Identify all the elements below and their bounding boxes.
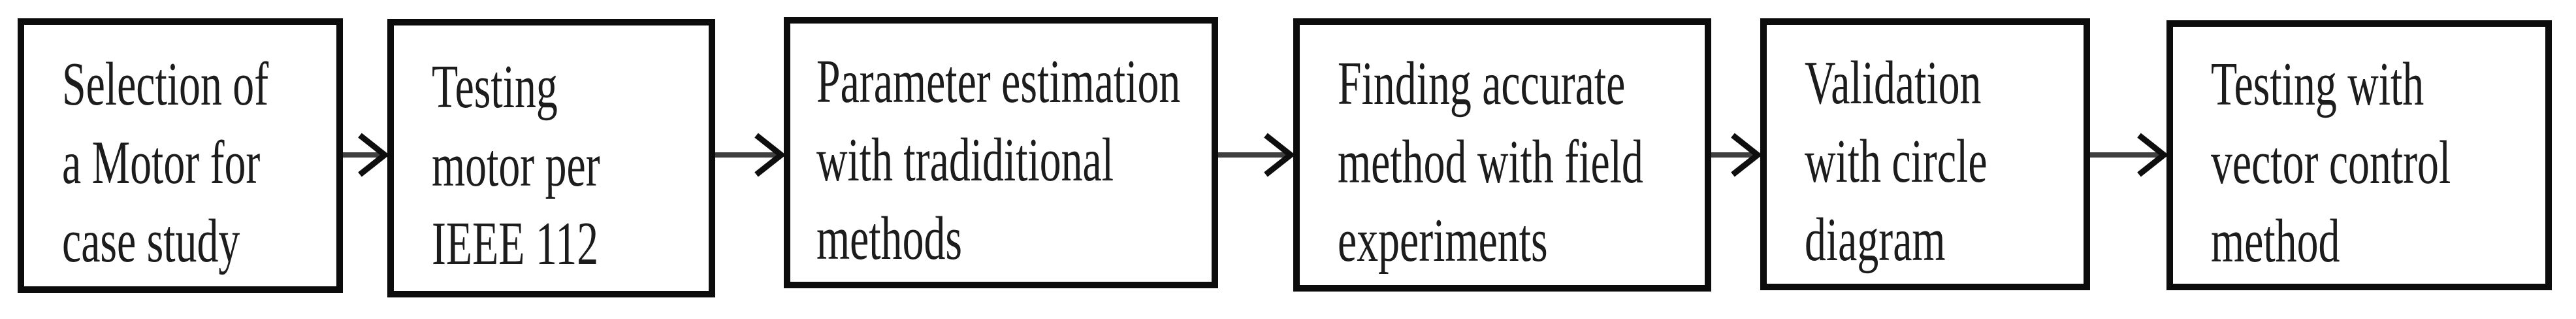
flow-step-line: Testing with — [2211, 50, 2424, 118]
flow-step-line: diagram — [1805, 206, 1946, 274]
flow-step-validation-circle-diagram: Validation with circle diagram — [1760, 18, 2090, 290]
arrow-right-icon — [1711, 133, 1763, 177]
flow-step-text: Testing with vector control method — [2211, 45, 2451, 280]
flow-step-line: Selection of — [62, 50, 269, 118]
flow-step-parameter-estimation: Parameter estimation with tradiditional … — [784, 17, 1218, 288]
flow-step-line: Testing — [432, 53, 558, 121]
flow-step-line: IEEE 112 — [432, 210, 599, 278]
arrow-right-icon — [715, 133, 786, 177]
arrow-right-icon — [1218, 133, 1296, 177]
arrow-right-icon — [2090, 133, 2169, 177]
flow-step-field-experiments: Finding accurate method with field exper… — [1293, 18, 1711, 292]
flow-step-line: motor per — [432, 131, 600, 199]
flow-step-text: Selection of a Motor for case study — [62, 45, 269, 280]
arrow-right-icon — [343, 133, 390, 177]
flow-step-line: vector control — [2211, 128, 2451, 197]
flow-step-line: experiments — [1338, 207, 1548, 275]
flow-step-text: Parameter estimation with tradiditional … — [816, 42, 1181, 278]
flow-step-line: with circle — [1805, 127, 1988, 195]
flow-step-line: a Motor for — [62, 129, 261, 197]
flow-step-vector-control: Testing with vector control method — [2166, 20, 2552, 290]
flow-step-line: case study — [62, 207, 240, 275]
flow-step-line: method with field — [1338, 128, 1643, 196]
flow-step-text: Validation with circle diagram — [1805, 44, 2000, 279]
flow-step-selection-of-motor: Selection of a Motor for case study — [18, 18, 343, 293]
flow-step-line: Parameter estimation — [816, 47, 1181, 116]
flow-step-line: method — [2211, 207, 2340, 275]
flow-step-text: Testing motor per IEEE 112 — [432, 48, 626, 283]
flow-step-line: Validation — [1805, 49, 1982, 117]
flow-step-testing-ieee-112: Testing motor per IEEE 112 — [387, 19, 715, 297]
flow-step-line: Finding accurate — [1338, 50, 1626, 118]
flow-step-text: Finding accurate method with field exper… — [1338, 44, 1643, 280]
flow-step-line: with tradiditional — [816, 126, 1114, 194]
flow-step-line: methods — [816, 204, 962, 273]
